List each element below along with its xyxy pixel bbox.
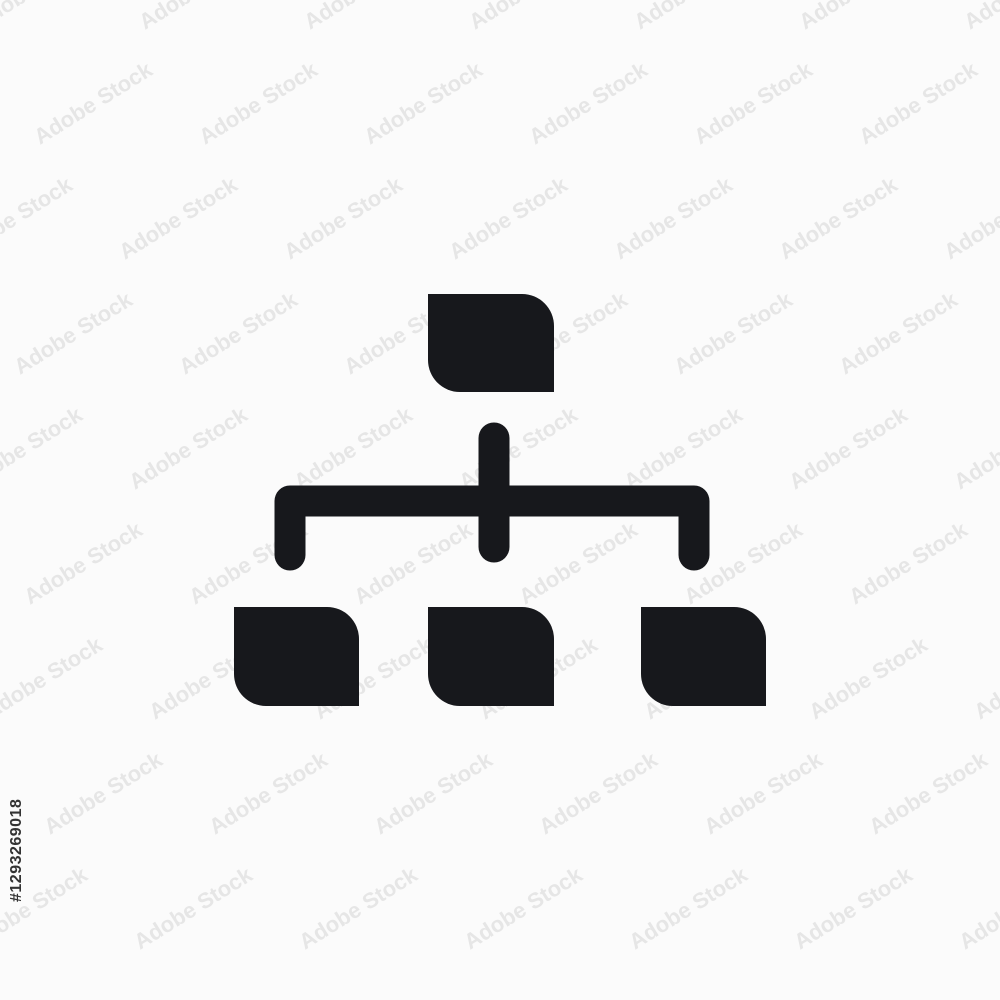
center-node-block (428, 607, 554, 706)
right-node-block (641, 607, 766, 706)
top-node-block (428, 294, 554, 392)
left-node-block (234, 607, 359, 706)
stock-id-label: #1293269018 (8, 798, 25, 902)
